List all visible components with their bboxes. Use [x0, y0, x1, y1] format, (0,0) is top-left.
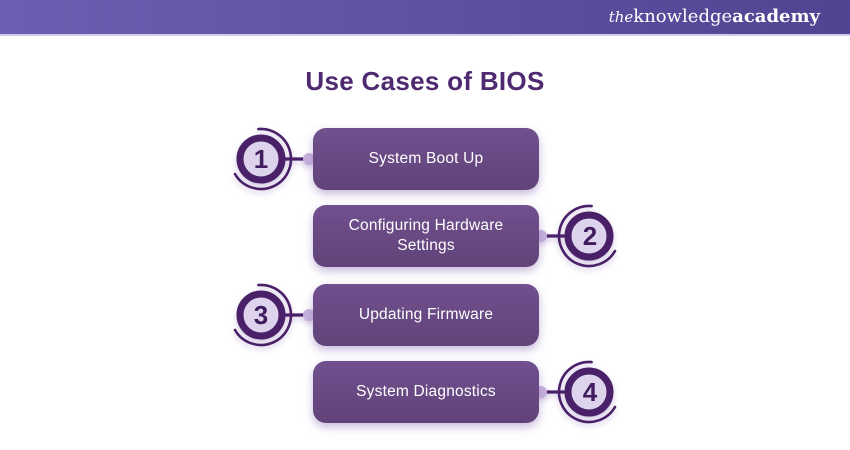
logo-knowledge: knowledge — [633, 6, 733, 27]
number-badge-graphic — [535, 204, 617, 268]
badge-ring — [236, 134, 286, 184]
use-case-label: System Diagnostics — [356, 382, 496, 400]
number-badge-graphic — [233, 283, 315, 347]
use-case-pill: System Boot Up — [313, 128, 539, 190]
header-bar: theknowledgeacademy — [0, 0, 850, 36]
use-case-item: Updating Firmware 3 — [0, 277, 850, 353]
use-case-number: 2 — [582, 221, 598, 251]
connector-dot — [303, 309, 315, 321]
logo-academy: academy — [732, 6, 820, 27]
badge-arc — [557, 360, 617, 424]
use-case-label: System Boot Up — [368, 149, 484, 167]
use-case-item: System Boot Up 1 — [0, 121, 850, 197]
page-title: Use Cases of BIOS — [305, 66, 545, 96]
use-case-number: 1 — [253, 144, 269, 174]
brand-logo: theknowledgeacademy — [609, 8, 820, 26]
use-case-item: System Diagnostics 4 — [0, 354, 850, 430]
use-case-pill: Configuring Hardware Settings — [313, 205, 539, 267]
use-case-number: 3 — [253, 300, 269, 330]
use-case-pill: Updating Firmware — [313, 284, 539, 346]
use-case-pill: System Diagnostics — [313, 361, 539, 423]
badge-ring — [236, 290, 286, 340]
use-case-label: Updating Firmware — [358, 305, 494, 323]
number-badge-graphic — [233, 127, 315, 191]
badge-arc — [233, 127, 293, 191]
use-case-label: Configuring Hardware Settings — [348, 216, 504, 254]
badge-ring — [564, 211, 614, 261]
use-case-number: 4 — [582, 377, 598, 407]
badge-arc — [557, 204, 617, 268]
badge-arc — [233, 283, 293, 347]
badge-ring — [564, 367, 614, 417]
use-case-item: Configuring Hardware Settings 2 — [0, 198, 850, 274]
logo-the: the — [608, 8, 634, 26]
number-badge-graphic — [535, 360, 617, 424]
connector-dot — [303, 153, 315, 165]
